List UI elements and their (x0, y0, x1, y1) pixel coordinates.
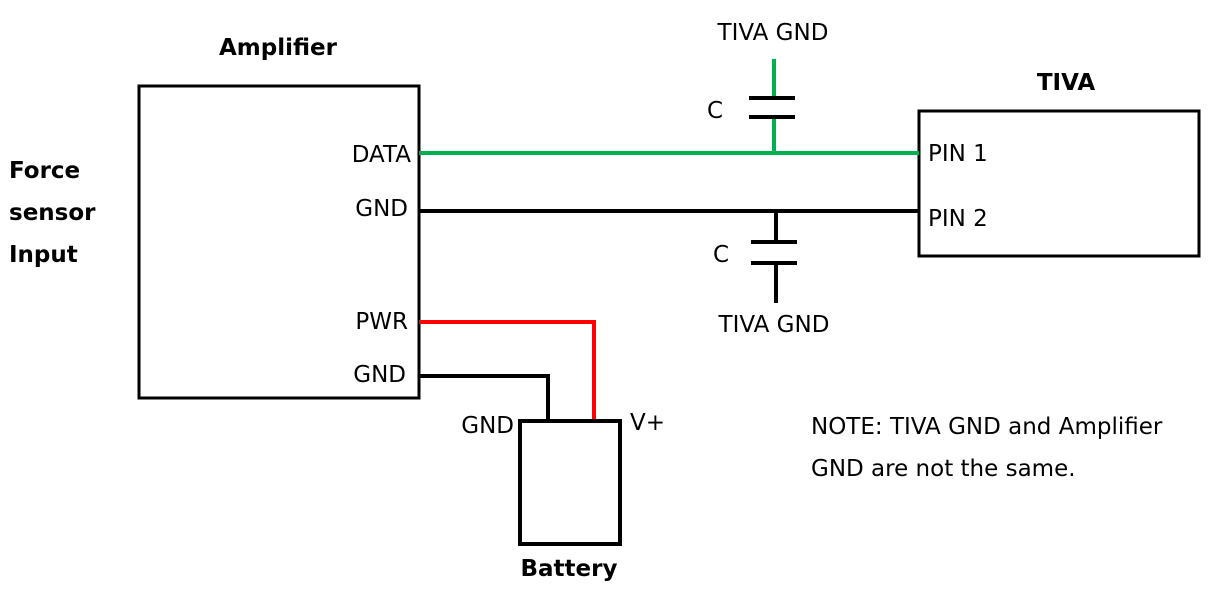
input-label-line2: sensor (9, 200, 96, 226)
amplifier-pin-data: DATA (352, 142, 412, 168)
note-line1: NOTE: TIVA GND and Amplifier (811, 414, 1163, 440)
cap1-label: C (707, 98, 723, 124)
battery-gnd-label: GND (461, 413, 514, 439)
battery-gnd-wire (419, 374, 550, 421)
battery-vplus-label: V+ (630, 410, 665, 436)
note-line2: GND are not the same. (811, 456, 1076, 482)
cap2-label: C (713, 242, 729, 268)
input-label-line1: Force (9, 158, 80, 184)
tiva-pin2: PIN 2 (928, 206, 988, 232)
amplifier-box (137, 84, 421, 400)
cap2-ground-label: TIVA GND (718, 312, 830, 338)
amplifier-title: Amplifier (219, 35, 338, 61)
tiva-pin1: PIN 1 (928, 141, 988, 167)
tiva-box (917, 109, 1201, 258)
amplifier-pin-gnd: GND (355, 196, 408, 222)
tiva-title: TIVA (1037, 70, 1095, 96)
pwr-wire (419, 320, 596, 421)
amplifier-pin-pwr: PWR (355, 309, 408, 335)
cap1-ground-label: TIVA GND (717, 20, 829, 46)
input-label-line3: Input (9, 242, 78, 268)
battery-title: Battery (521, 556, 618, 582)
battery-box (518, 419, 622, 546)
amplifier-pin-gnd2: GND (353, 362, 406, 388)
